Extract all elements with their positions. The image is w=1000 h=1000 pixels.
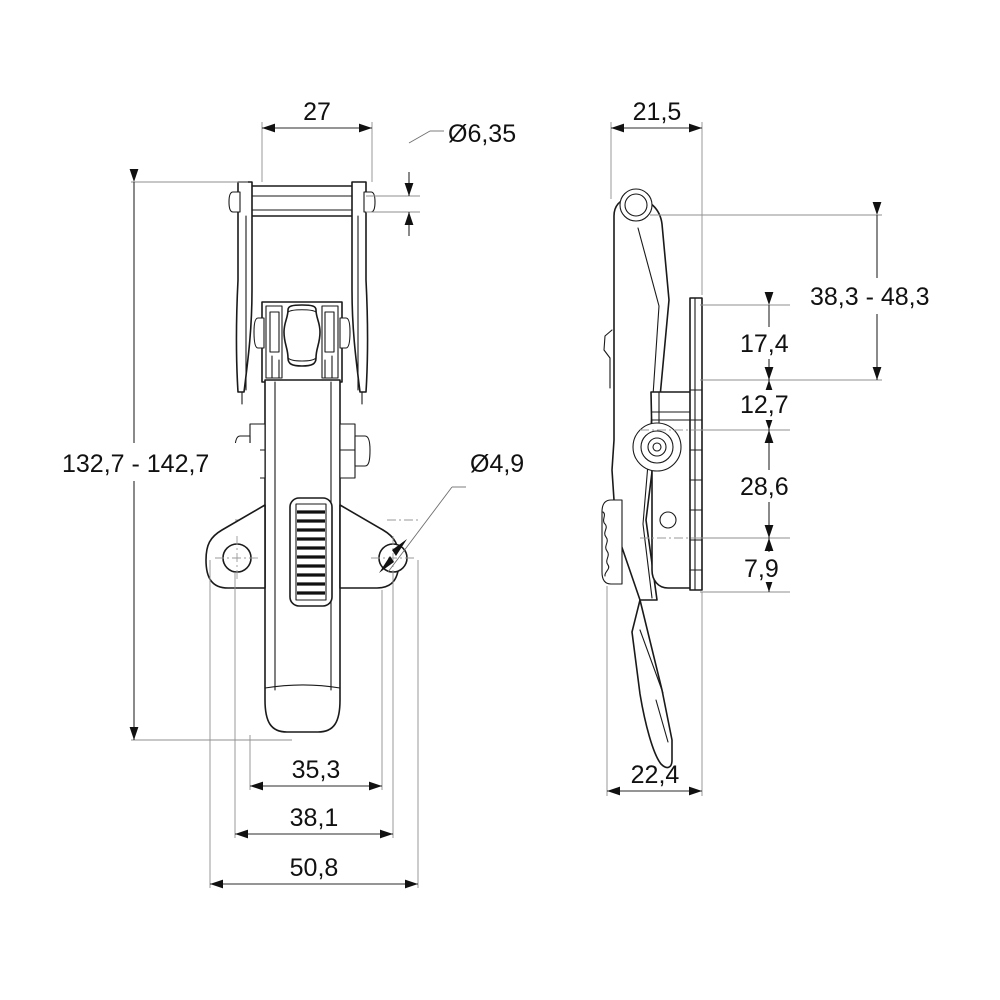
knurled-grip-pad <box>289 497 333 607</box>
dim-overall-height: 132,7 - 142,7 <box>58 169 292 741</box>
dim-lower-offset: 28,6 <box>700 430 812 539</box>
dim-hole-diameter: Ø4,9 <box>379 450 524 573</box>
dim-side-top-width: 21,5 <box>610 98 703 295</box>
dim-label-top-width: 27 <box>303 98 331 126</box>
dim-label-hole-diameter: Ø4,9 <box>470 450 524 478</box>
dim-upper-offset: 17,4 <box>700 292 808 381</box>
dim-label-lever-height: 38,3 - 48,3 <box>810 283 930 311</box>
dim-label-pin-diameter: Ø6,35 <box>448 120 516 148</box>
latch-hook-assembly <box>253 301 351 383</box>
dim-label-lower-offset: 28,6 <box>740 473 789 501</box>
knurl-lines <box>297 510 325 595</box>
dim-label-side-depth: 22,4 <box>631 761 680 789</box>
dim-bottom-offset: 7,9 <box>700 538 800 593</box>
latch-handle <box>228 181 376 405</box>
dim-label-body-width: 35,3 <box>292 756 341 784</box>
dim-mid-offset: 12,7 <box>700 380 808 431</box>
dim-pin-diameter: Ø6,35 <box>366 120 516 236</box>
dim-label-overall-height: 132,7 - 142,7 <box>62 450 209 478</box>
lever-tail <box>631 599 673 769</box>
front-view: 27 Ø6,35 132,7 - 142,7 Ø4,9 <box>58 98 524 889</box>
dim-base-width: 50,8 <box>209 560 419 889</box>
dim-label-bottom-offset: 7,9 <box>744 555 779 583</box>
dim-lever-height: 38,3 - 48,3 <box>650 202 996 381</box>
dim-side-depth: 22,4 <box>606 586 703 796</box>
side-view: 21,5 38,3 - 48,3 17,4 12,7 <box>601 98 996 796</box>
side-knurled-catch <box>601 499 623 585</box>
dim-body-width: 35,3 <box>249 590 383 791</box>
dim-mid-width: 38,1 <box>234 572 394 839</box>
dim-label-mid-width: 38,1 <box>290 804 339 832</box>
side-body-block <box>632 391 695 589</box>
side-mounting-plate <box>689 297 703 591</box>
dim-label-mid-offset: 12,7 <box>740 391 789 419</box>
dim-label-base-width: 50,8 <box>290 854 339 882</box>
dim-label-upper-offset: 17,4 <box>740 330 789 358</box>
dim-label-side-top-width: 21,5 <box>633 98 682 126</box>
lever-arm <box>603 188 670 601</box>
dim-top-width: 27 <box>261 98 373 182</box>
side-view-centerlines <box>640 429 700 539</box>
